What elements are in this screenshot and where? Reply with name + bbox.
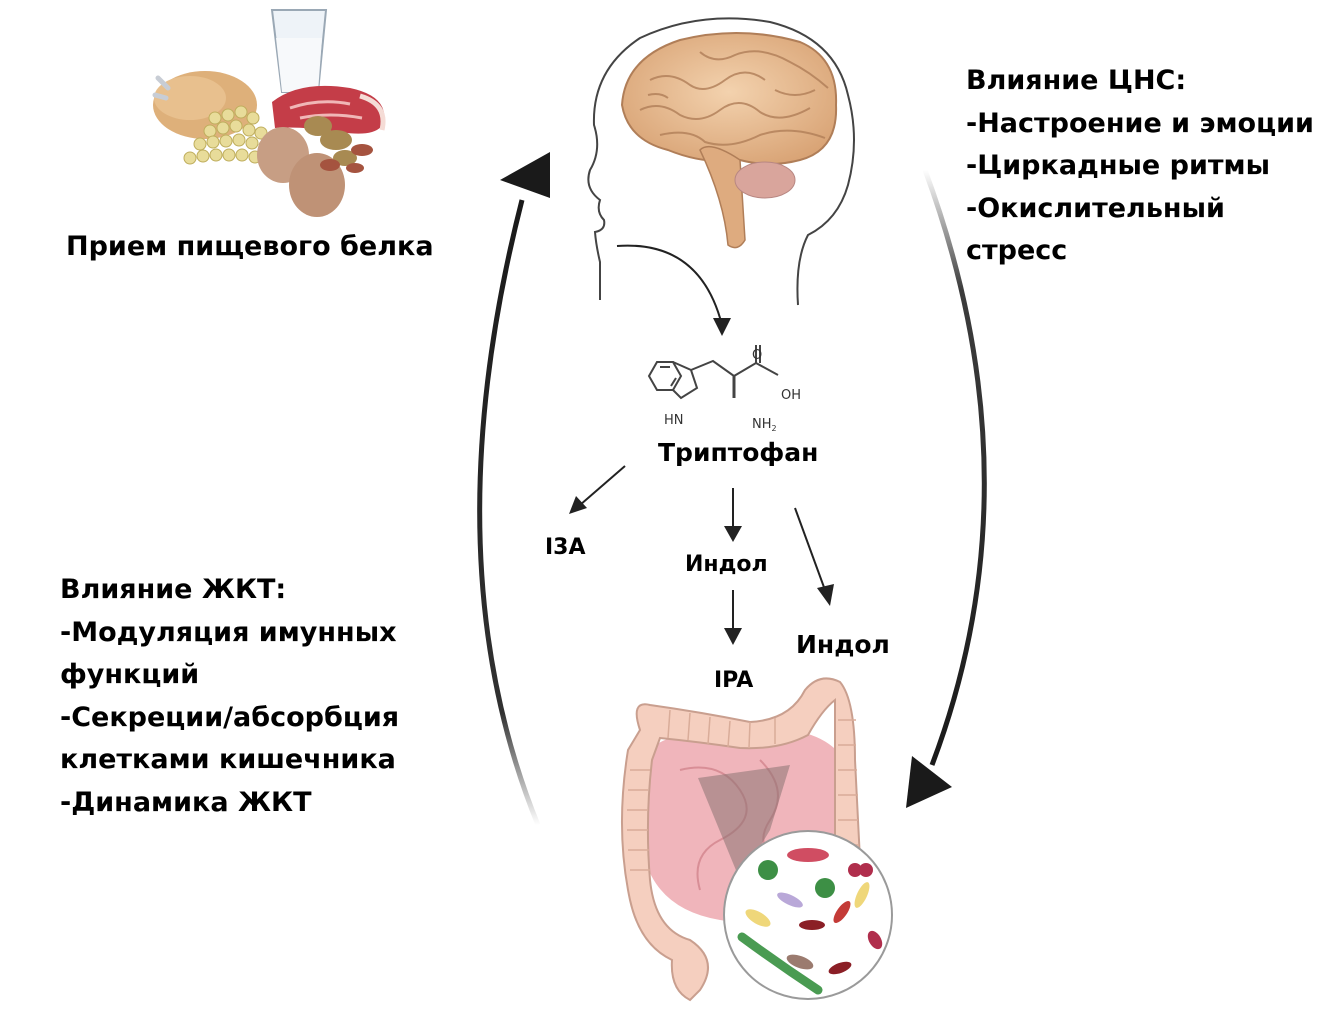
cns-effect-item: стресс [966,235,1068,266]
head-brain-icon [620,32,838,249]
tryptophan-structure-icon [647,345,779,400]
gut-effect-item: функций [60,659,200,690]
arrow-to-indole-right [794,507,826,591]
cns-effect-item: -Настроение и эмоции [966,107,1314,139]
brain-to-gut-arrow [922,169,987,766]
cns-effects-title: Влияние ЦНС: [966,65,1187,96]
gut-to-brain-arrow [477,199,541,826]
gut-effects-block: Влияние ЖКТ: -Модуляция имунных функций … [60,569,399,824]
gut-effect-item: -Модуляция имунных [60,616,397,648]
pathway-arrows [569,465,834,645]
cns-effect-item: -Циркадные ритмы [966,150,1271,181]
head-outline [587,17,855,306]
gut-effect-item: клетками кишечника [60,744,396,775]
nh2-label: NH2 [752,417,777,433]
oxygen-label: O [752,348,762,363]
oh-label: OH [781,388,801,403]
gut-effect-item: -Секреции/абсорбция [60,701,400,733]
tryptophan-label: Триптофан [658,438,819,467]
intestine-microbiota-icon [620,677,893,1002]
protein-food-icon [152,9,386,217]
ipa-label: IPA [714,668,754,693]
arrow-head-icon [713,318,731,336]
cns-effects-block: Влияние ЦНС: -Настроение и эмоции -Цирка… [966,60,1314,273]
gut-effect-item: -Динамика ЖКТ [60,786,312,818]
indole-right-label: Индол [796,630,890,659]
indole-center-label: Индол [685,552,768,577]
cns-effect-item: -Окислительный [966,192,1225,224]
arrow-head-down-icon [906,756,952,808]
food-label: Прием пищевого белка [66,231,434,262]
arrow-head-up-icon [500,152,550,198]
i3a-label: I3A [545,535,586,560]
hn-label: HN [664,413,684,428]
gut-effects-title: Влияние ЖКТ: [60,574,287,605]
arrow-to-i3a [579,465,626,506]
